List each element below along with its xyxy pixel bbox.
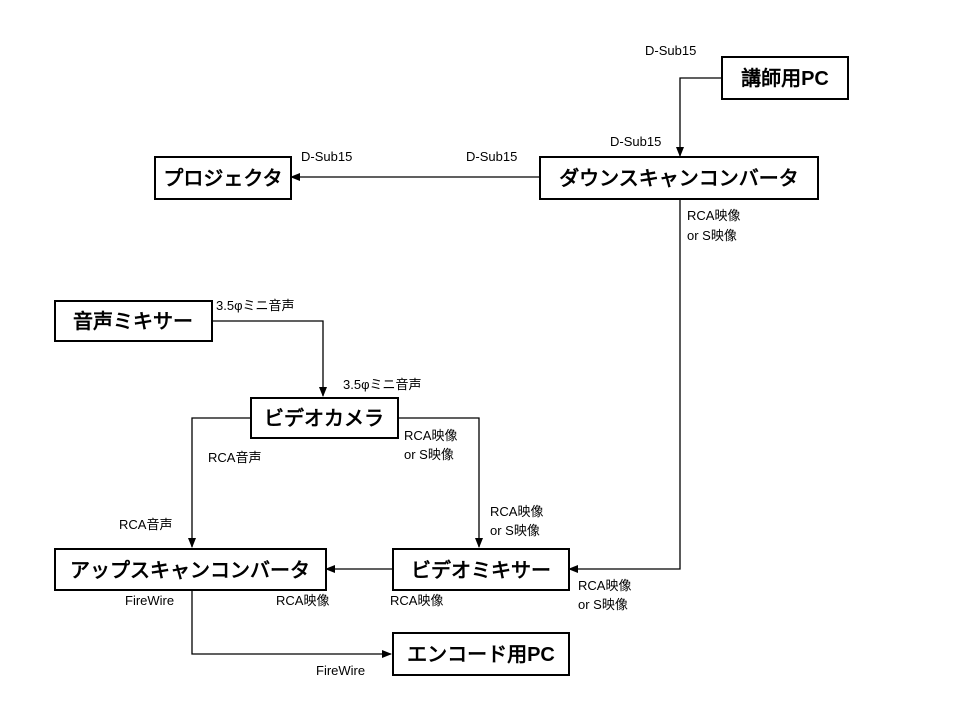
node-upscan-converter: アップスキャンコンバータ	[54, 548, 327, 591]
label-camera-audio-in: 3.5φミニ音声	[343, 377, 422, 392]
edge-pc-to-downscan	[676, 77, 722, 157]
label-videomixer-in-top-1: RCA映像	[490, 504, 543, 519]
label-encodepc-firewire-in: FireWire	[316, 663, 365, 678]
node-label: 音声ミキサー	[73, 309, 193, 333]
label-videomixer-in-right-2: or S映像	[578, 597, 628, 612]
node-label: アップスキャンコンバータ	[70, 559, 310, 582]
edge-audiomixer-to-camera	[212, 320, 327, 397]
node-audio-mixer: 音声ミキサー	[54, 300, 213, 342]
label-camera-audio-out: RCA音声	[208, 450, 261, 465]
label-downscan-out-video-1: RCA映像	[687, 208, 740, 223]
node-video-camera: ビデオカメラ	[250, 397, 399, 439]
edge-camera-to-videomixer	[398, 417, 483, 548]
edge-downscan-to-videomixer	[568, 199, 681, 573]
node-downscan-converter: ダウンスキャンコンバータ	[539, 156, 819, 200]
label-downscan-out-projector: D-Sub15	[466, 149, 517, 164]
node-lecturer-pc: 講師用PC	[721, 56, 849, 100]
label-camera-video-out-1: RCA映像	[404, 428, 457, 443]
label-pc-out: D-Sub15	[645, 43, 696, 58]
node-label: エンコード用PC	[407, 644, 555, 666]
label-videomixer-video-out: RCA映像	[390, 593, 443, 608]
label-downscan-in: D-Sub15	[610, 134, 661, 149]
label-upscan-audio-in: RCA音声	[119, 517, 172, 532]
node-label: プロジェクタ	[163, 167, 282, 190]
node-label: ビデオミキサー	[411, 558, 551, 582]
label-upscan-video-in: RCA映像	[276, 593, 329, 608]
node-encode-pc: エンコード用PC	[392, 632, 570, 676]
label-videomixer-in-top-2: or S映像	[490, 523, 540, 538]
label-audiomixer-out: 3.5φミニ音声	[216, 298, 295, 313]
edge-upscan-to-encodepc	[191, 590, 392, 658]
node-label: ダウンスキャンコンバータ	[559, 166, 799, 190]
node-label: ビデオカメラ	[264, 406, 384, 430]
label-videomixer-in-right-1: RCA映像	[578, 578, 631, 593]
node-video-mixer: ビデオミキサー	[392, 548, 570, 591]
edge-camera-to-upscan	[188, 417, 251, 548]
label-upscan-firewire-out: FireWire	[125, 593, 174, 608]
label-projector-in: D-Sub15	[301, 149, 352, 164]
node-label: 講師用PC	[741, 66, 829, 90]
node-projector: プロジェクタ	[154, 156, 292, 200]
label-camera-video-out-2: or S映像	[404, 447, 454, 462]
label-downscan-out-video-2: or S映像	[687, 228, 737, 243]
